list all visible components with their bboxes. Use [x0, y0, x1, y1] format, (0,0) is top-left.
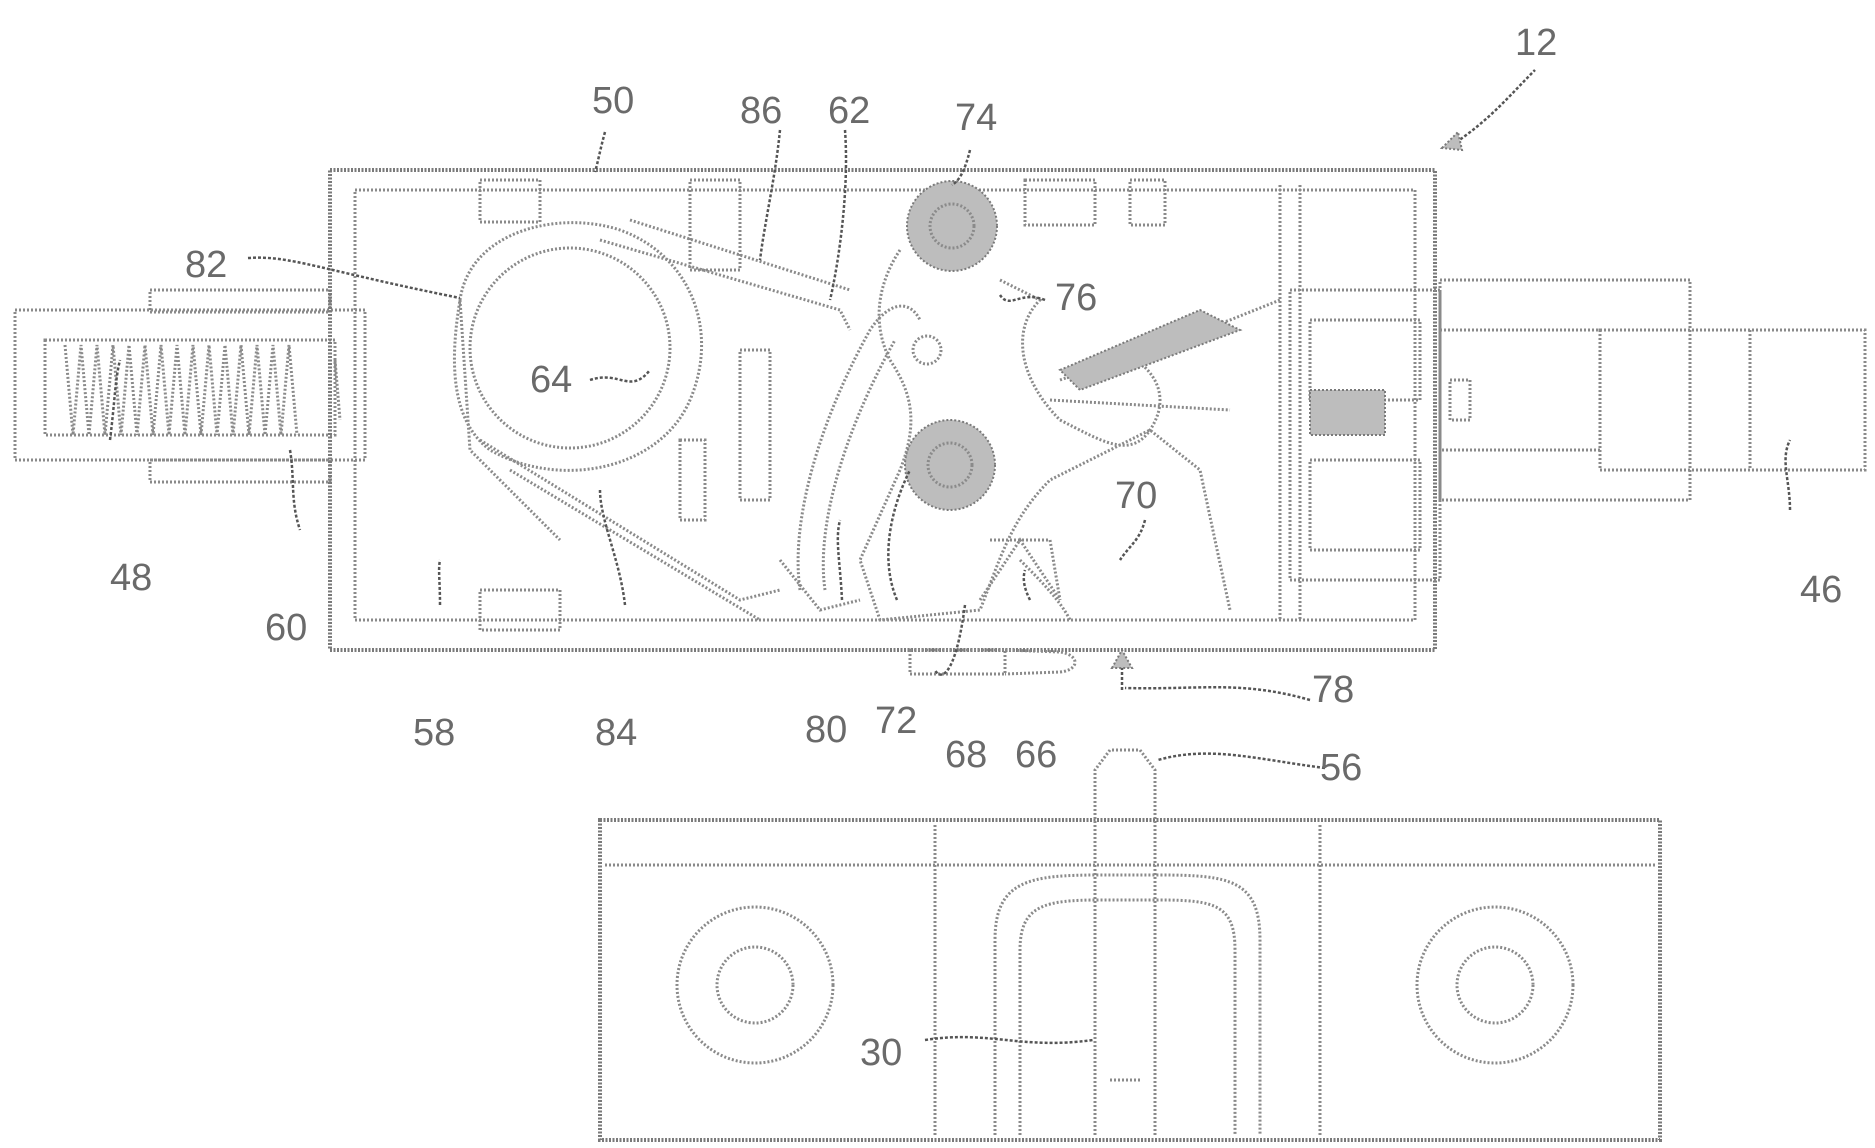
- label-74: 74: [955, 97, 997, 139]
- housing: [330, 170, 1435, 650]
- tab: [910, 650, 1075, 674]
- label-86: 86: [740, 90, 782, 132]
- link-arms: [480, 220, 850, 620]
- label-70: 70: [1115, 475, 1157, 517]
- label-58: 58: [413, 712, 455, 754]
- label-84: 84: [595, 712, 637, 754]
- connector: [1290, 280, 1865, 580]
- label-60: 60: [265, 607, 307, 649]
- lever-mechanism: [860, 181, 1280, 620]
- label-80: 80: [805, 709, 847, 751]
- pawl: [780, 306, 920, 610]
- label-62: 62: [828, 90, 870, 132]
- label-72: 72: [875, 700, 917, 742]
- label-48: 48: [110, 557, 152, 599]
- cam-assembly: [454, 223, 701, 540]
- label-12: 12: [1515, 22, 1557, 64]
- label-56: 56: [1320, 747, 1362, 789]
- label-46: 46: [1800, 569, 1842, 611]
- label-50: 50: [592, 80, 634, 122]
- label-66: 66: [1015, 734, 1057, 776]
- spring-assembly: [15, 290, 365, 482]
- insertion-arrow: [1112, 650, 1132, 690]
- reference-labels: 12 46 48 50 56 58 60 62 64 66 68 70 72 7…: [110, 22, 1842, 1074]
- label-76: 76: [1055, 277, 1097, 319]
- mounting-block: [600, 750, 1660, 1140]
- label-82: 82: [185, 244, 227, 286]
- label-68: 68: [945, 734, 987, 776]
- label-78: 78: [1312, 669, 1354, 711]
- label-30: 30: [860, 1032, 902, 1074]
- label-64: 64: [530, 359, 572, 401]
